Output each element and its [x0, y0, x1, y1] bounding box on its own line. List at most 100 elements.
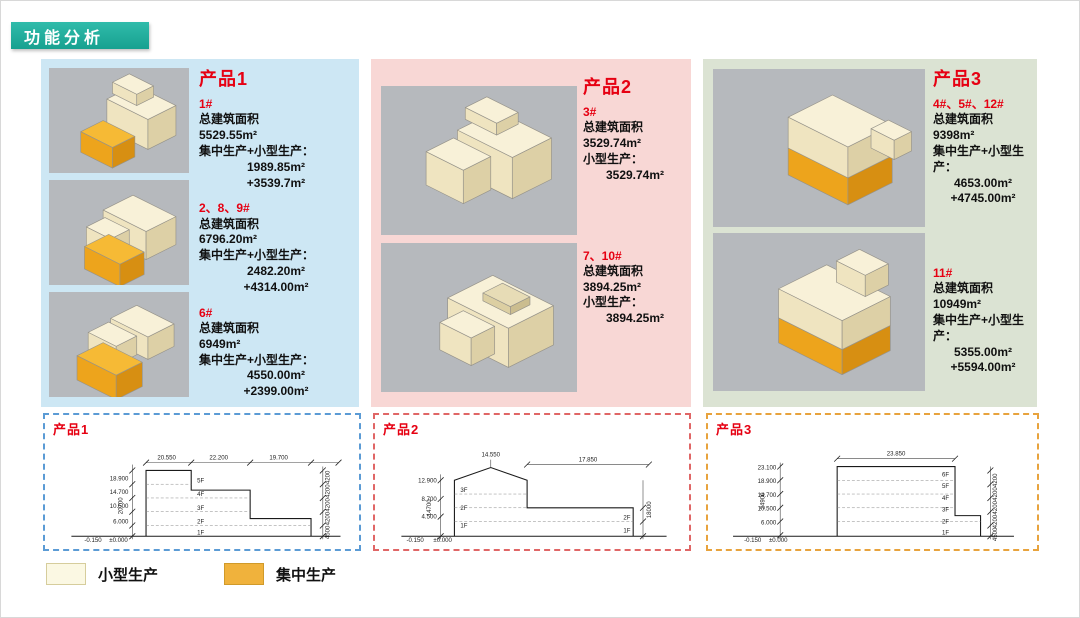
section-title: 产品1	[53, 422, 90, 437]
building-info-block: 4#、5#、12# 总建筑面积 9398m² 集中生产+小型生产： 4653.0…	[933, 96, 1033, 207]
elevation-label: 18.900	[758, 478, 777, 485]
building-render	[49, 180, 189, 285]
small-production-swatch	[46, 563, 86, 585]
isometric-building-illustration	[439, 275, 554, 368]
product-3-panel: 产品3 4#、5#、12# 总建筑面积 9398m² 集中生产+小型生产： 46…	[703, 59, 1037, 407]
elevation-label: 6.000	[113, 519, 129, 526]
building-number: 3#	[583, 105, 597, 119]
dimension-lines	[129, 459, 342, 540]
production-label: 小型生产：	[583, 151, 644, 166]
legend-item-central-production: 集中生产	[224, 563, 336, 585]
section-diagrams: 产品1 20.550 22.200 19.700 1	[43, 413, 1039, 555]
building-outline	[401, 466, 667, 537]
production-label: 集中生产+小型生产：	[933, 313, 1025, 343]
section-elevation-drawing: 20.550 22.200 19.700 18.900 14.700 10.50…	[71, 455, 342, 544]
production-value: +2399.00m²	[243, 384, 309, 399]
floor-label: 2F	[197, 519, 204, 526]
floor-height-dimension: 4500	[325, 525, 332, 539]
elevation-label: 14.700	[758, 492, 777, 499]
floor-label: 3F	[197, 505, 204, 512]
building-outline	[71, 469, 341, 537]
building-render	[713, 233, 925, 391]
section-diagram-product-2-box: 产品2 12.900 14.550 17.85	[373, 413, 691, 551]
product-2-info: 产品2 3# 总建筑面积 3529.74m² 小型生产： 3529.74m² 7…	[583, 71, 687, 336]
total-height-dimension: 18000	[646, 501, 653, 519]
dimension-lines	[776, 455, 994, 540]
area-value: 6949m²	[199, 336, 241, 351]
building-number: 4#、5#、12#	[933, 97, 1004, 111]
product-2-renders	[381, 86, 577, 392]
base-elevation: -0.150	[744, 537, 762, 544]
area-value: 5529.55m²	[199, 128, 258, 143]
building-outline	[733, 465, 1014, 537]
building-render	[49, 68, 189, 173]
building-number: 6#	[199, 305, 213, 320]
floor-label: 1F	[942, 529, 949, 536]
building-render	[713, 69, 925, 227]
floor-label: 2F	[942, 519, 949, 526]
floor-height-dimension: 4200	[325, 470, 332, 484]
legend-label: 集中生产	[276, 566, 337, 584]
base-elevation: ±0.000	[109, 537, 128, 544]
legend-item-small-production: 小型生产	[46, 563, 158, 585]
building-number: 11#	[933, 266, 953, 281]
elevation-label: 8.700	[422, 496, 438, 503]
floor-label: 1F	[460, 522, 467, 529]
building-number: 7、10#	[583, 248, 622, 263]
production-value: 4550.00m²	[246, 368, 306, 383]
product-2-panel: 产品2 3# 总建筑面积 3529.74m² 小型生产： 3529.74m² 7…	[371, 59, 691, 407]
total-height-dimension: 24900	[759, 492, 766, 510]
base-elevation: -0.150	[407, 537, 425, 544]
page-title: 功能分析	[24, 29, 105, 47]
area-label: 总建筑面积	[199, 320, 260, 335]
building-info-block: 6# 总建筑面积 6949m² 集中生产+小型生产： 4550.00m² +23…	[199, 305, 353, 400]
page-title-badge: 功能分析	[11, 22, 149, 49]
isometric-building-illustration	[787, 94, 912, 206]
floor-label: 6F	[942, 471, 949, 478]
production-value: 4653.00m²	[953, 175, 1013, 190]
product-2-title: 产品2	[583, 77, 633, 97]
product-1-info: 产品1 1# 总建筑面积 5529.55m² 集中生产+小型生产： 1989.8…	[199, 63, 353, 409]
production-value: 2482.20m²	[246, 264, 306, 278]
area-label: 总建筑面积	[933, 281, 994, 296]
section-elevation-drawing: 23.850 23.100 18.900 14.700 10.500 6.000…	[733, 451, 1014, 544]
production-value: 3529.74m²	[605, 167, 665, 182]
ridge-elevation: 14.550	[481, 452, 500, 459]
floor-label: 5F	[942, 483, 949, 490]
area-label: 总建筑面积	[199, 216, 260, 231]
area-label: 总建筑面积	[199, 112, 260, 127]
production-label: 集中生产+小型生产：	[199, 248, 315, 263]
building-number: 2、8、9#	[199, 201, 250, 216]
building-info-block: 7、10# 总建筑面积 3894.25m² 小型生产： 3894.25m²	[583, 248, 687, 328]
section-elevation-drawing: 12.900 14.550 17.850 8.700 4.500 -0.150 …	[401, 452, 667, 544]
span-dimension: 22.200	[209, 455, 228, 462]
building-number: 1#	[199, 97, 213, 111]
area-label: 总建筑面积	[583, 263, 644, 278]
isometric-building-illustration	[84, 194, 177, 285]
product-1-renders	[49, 68, 189, 397]
isometric-building-illustration	[425, 96, 552, 204]
floor-height-dimension: 4200	[325, 484, 332, 498]
elevation-label: 6.000	[761, 519, 777, 526]
floor-label: 4F	[197, 491, 204, 498]
base-elevation: -0.150	[84, 537, 102, 544]
legend: 小型生产 集中生产	[46, 563, 336, 585]
elevation-label: 23.100	[758, 464, 777, 471]
span-dimension: 19.700	[269, 455, 288, 462]
production-value: 5355.00m²	[953, 344, 1013, 359]
total-height-dimension: 14700	[426, 499, 433, 517]
floor-height-dimension: 4200	[992, 500, 999, 514]
product-panels: 产品1 1# 总建筑面积 5529.55m² 集中生产+小型生产： 1989.8…	[41, 59, 1039, 407]
dimension-lines	[437, 459, 653, 540]
production-value: +5594.00m²	[950, 360, 1016, 375]
area-value: 3894.25m²	[583, 279, 642, 294]
building-info-block: 11# 总建筑面积 10949m² 集中生产+小型生产： 5355.00m² +…	[933, 265, 1033, 376]
floor-label: 1F	[197, 529, 204, 536]
central-production-swatch	[224, 563, 265, 585]
floor-height-dimension: 4200	[992, 473, 999, 487]
elevation-label: 14.700	[110, 489, 129, 496]
area-label: 总建筑面积	[933, 112, 994, 127]
section-title: 产品2	[383, 422, 420, 437]
production-value: +4314.00m²	[243, 279, 309, 294]
